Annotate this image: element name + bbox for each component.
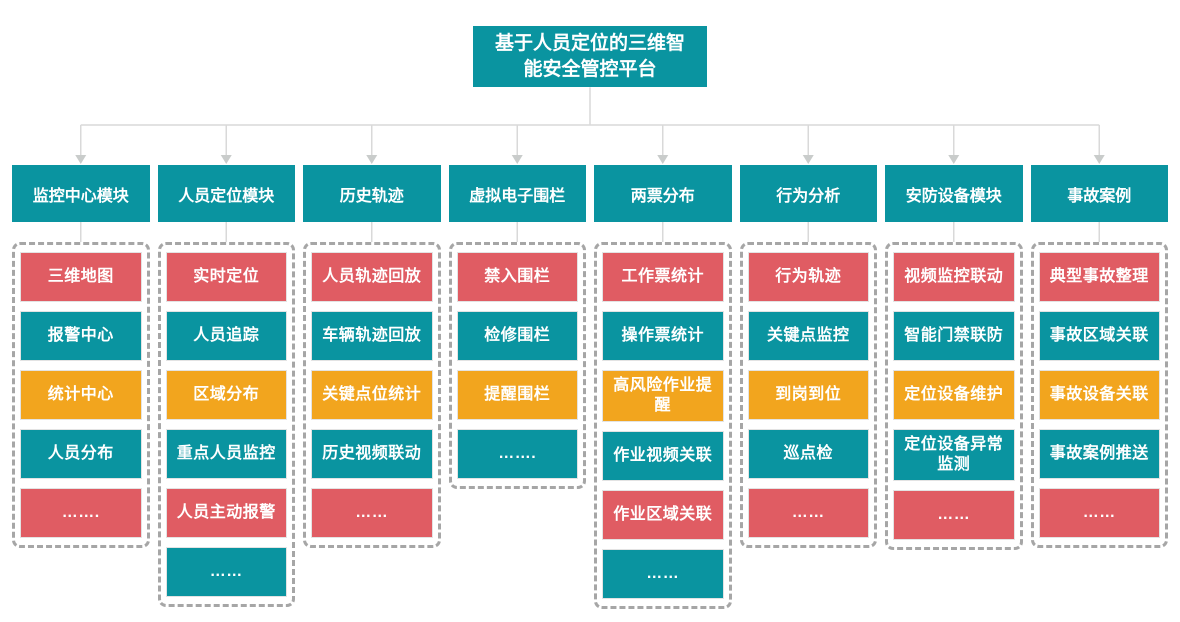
module-item: 统计中心 — [20, 370, 142, 420]
module-item: 操作票统计 — [602, 311, 724, 361]
module-items-container: 工作票统计操作票统计高风险作业提醒作业视频关联作业区域关联 …… — [594, 242, 732, 609]
module-item: 报警中心 — [20, 311, 142, 361]
module-item: 作业区域关联 — [602, 490, 724, 540]
module-item: …… — [602, 549, 724, 599]
module-item: 实时定位 — [165, 252, 287, 302]
module-items-container: 实时定位人员追踪区域分布重点人员监控人员主动报警 …… — [157, 242, 295, 607]
module-column: 事故案例 典型事故整理事故区域关联事故设备关联事故案例推送 …… — [1030, 165, 1168, 609]
module-item: 历史视频联动 — [311, 429, 433, 479]
module-item: 工作票统计 — [602, 252, 724, 302]
module-item: 关键点位统计 — [311, 370, 433, 420]
module-item: …… — [747, 488, 869, 538]
module-header: 安防设备模块 — [885, 165, 1023, 222]
module-column: 历史轨迹 人员轨迹回放车辆轨迹回放关键点位统计历史视频联动 …… — [303, 165, 441, 609]
module-item: 行为轨迹 — [747, 252, 869, 302]
module-item: 定位设备维护 — [893, 370, 1015, 420]
module-item: ……. — [456, 429, 578, 479]
module-items-container: 视频监控联动智能门禁联防定位设备维护定位设备异常监测 …… — [885, 242, 1023, 550]
module-header: 人员定位模块 — [157, 165, 295, 222]
module-item: 事故设备关联 — [1038, 370, 1160, 420]
module-item: 禁入围栏 — [456, 252, 578, 302]
module-item: 提醒围栏 — [456, 370, 578, 420]
module-items-container: 禁入围栏检修围栏提醒围栏 ……. — [448, 242, 586, 489]
module-column: 虚拟电子围栏 禁入围栏检修围栏提醒围栏 ……. — [448, 165, 586, 609]
module-item: 区域分布 — [165, 370, 287, 420]
module-item: 典型事故整理 — [1038, 252, 1160, 302]
module-item: 人员分布 — [20, 429, 142, 479]
module-item: 关键点监控 — [747, 311, 869, 361]
module-column: 安防设备模块 视频监控联动智能门禁联防定位设备维护定位设备异常监测 …… — [885, 165, 1023, 609]
module-header: 监控中心模块 — [12, 165, 150, 222]
module-column: 人员定位模块 实时定位人员追踪区域分布重点人员监控人员主动报警 …… — [157, 165, 295, 609]
module-header: 历史轨迹 — [303, 165, 441, 222]
module-item: …… — [311, 488, 433, 538]
module-item: 事故案例推送 — [1038, 429, 1160, 479]
module-column: 两票分布 工作票统计操作票统计高风险作业提醒作业视频关联作业区域关联 …… — [594, 165, 732, 609]
module-item: 人员轨迹回放 — [311, 252, 433, 302]
module-items-container: 人员轨迹回放车辆轨迹回放关键点位统计历史视频联动 …… — [303, 242, 441, 548]
module-item: …… — [893, 490, 1015, 540]
module-header: 行为分析 — [739, 165, 877, 222]
module-items-container: 三维地图报警中心统计中心人员分布 ……. — [12, 242, 150, 548]
module-item: 三维地图 — [20, 252, 142, 302]
module-item: 重点人员监控 — [165, 429, 287, 479]
columns: 监控中心模块 三维地图报警中心统计中心人员分布……. 人员定位模块 实时定位人员… — [12, 165, 1168, 609]
module-items-container: 行为轨迹关键点监控到岗到位巡点检 …… — [739, 242, 877, 548]
module-item: ……. — [20, 488, 142, 538]
root-node: 基于人员定位的三维智能安全管控平台 — [473, 26, 707, 88]
module-item: 人员主动报警 — [165, 488, 287, 538]
module-column: 监控中心模块 三维地图报警中心统计中心人员分布 ……. — [12, 165, 150, 609]
module-item: 车辆轨迹回放 — [311, 311, 433, 361]
module-item: 高风险作业提醒 — [602, 370, 724, 422]
module-item: 视频监控联动 — [893, 252, 1015, 302]
module-item: 到岗到位 — [747, 370, 869, 420]
module-item: 定位设备异常监测 — [893, 429, 1015, 481]
module-item: 作业视频关联 — [602, 431, 724, 481]
module-item: 人员追踪 — [165, 311, 287, 361]
module-item: 巡点检 — [747, 429, 869, 479]
module-column: 行为分析 行为轨迹关键点监控到岗到位巡点检 …… — [739, 165, 877, 609]
module-item: 检修围栏 — [456, 311, 578, 361]
module-header: 两票分布 — [594, 165, 732, 222]
module-items-container: 典型事故整理事故区域关联事故设备关联事故案例推送 …… — [1030, 242, 1168, 548]
module-header: 事故案例 — [1030, 165, 1168, 222]
module-item: …… — [165, 547, 287, 597]
module-item: 智能门禁联防 — [893, 311, 1015, 361]
module-header: 虚拟电子围栏 — [448, 165, 586, 222]
module-item: …… — [1038, 488, 1160, 538]
module-item: 事故区域关联 — [1038, 311, 1160, 361]
